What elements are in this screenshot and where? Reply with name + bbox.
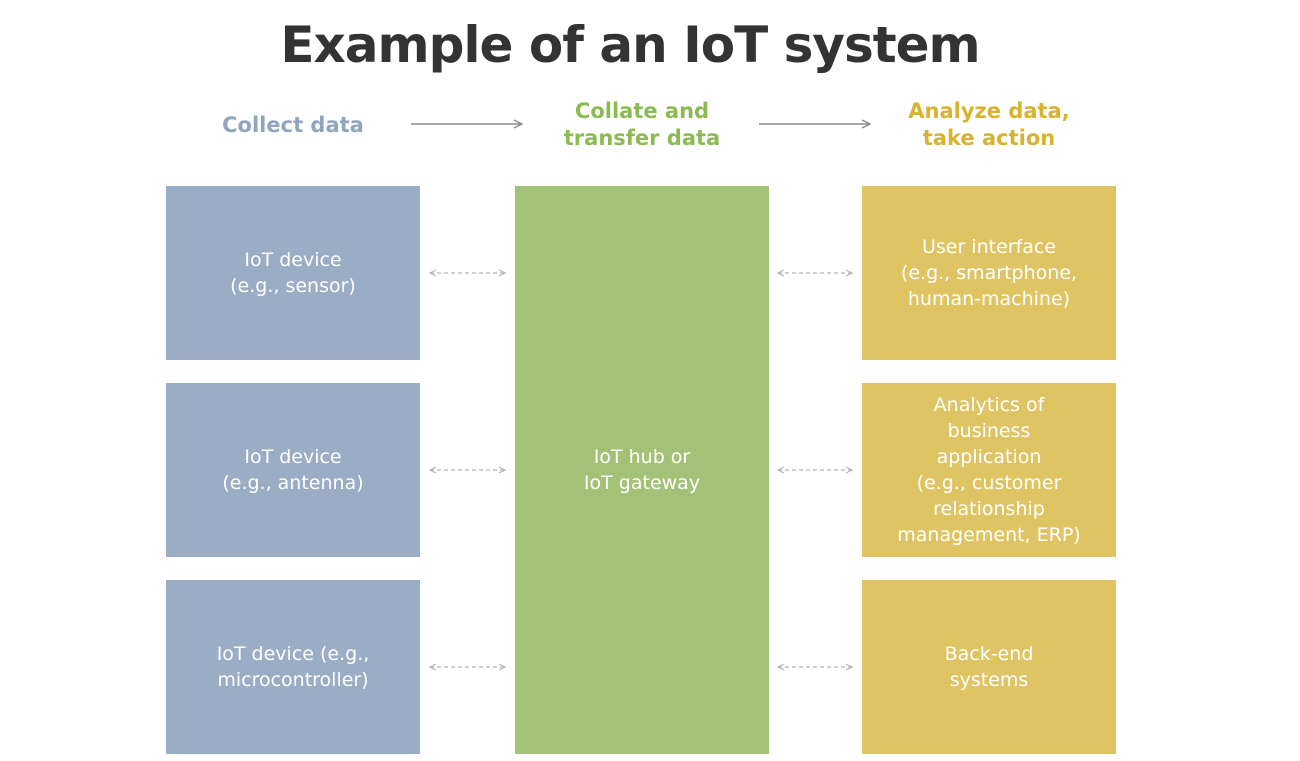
- iot-hub-gateway-box: IoT hub or IoT gateway: [515, 186, 769, 754]
- heading-analyze-take-action: Analyze data, take action: [862, 98, 1116, 152]
- back-end-systems-box: Back-end systems: [862, 580, 1116, 754]
- heading-line: transfer data: [563, 126, 721, 150]
- box-line: (e.g., antenna): [222, 472, 364, 494]
- heading-line: Collate and: [574, 99, 710, 123]
- heading-line: take action: [922, 126, 1056, 150]
- heading-collate-transfer-data: Collate and transfer data: [515, 98, 769, 152]
- heading-line: Analyze data,: [908, 99, 1070, 123]
- analytics-business-application-box: Analytics of business application (e.g.,…: [862, 383, 1116, 557]
- heading-collect-data: Collect data: [166, 98, 420, 152]
- iot-device-microcontroller-box: IoT device (e.g., microcontroller): [166, 580, 420, 754]
- box-line: Back-end: [944, 643, 1034, 665]
- iot-device-sensor-box: IoT device (e.g., sensor): [166, 186, 420, 360]
- box-line: IoT gateway: [583, 472, 701, 494]
- box-line: IoT device: [244, 446, 342, 468]
- box-line: IoT device: [244, 249, 342, 271]
- box-line: application: [936, 446, 1042, 468]
- box-line: User interface: [921, 236, 1057, 258]
- box-line: Analytics of: [933, 394, 1045, 416]
- box-line: IoT device (e.g.,: [216, 643, 370, 665]
- box-line: human-machine): [907, 288, 1071, 310]
- box-line: IoT hub or: [593, 446, 691, 468]
- box-line: (e.g., customer: [916, 472, 1062, 494]
- box-line: microcontroller): [217, 669, 369, 691]
- box-line: (e.g., smartphone,: [900, 262, 1078, 284]
- box-line: systems: [949, 669, 1029, 691]
- box-line: business: [947, 420, 1031, 442]
- heading-line: Collect data: [222, 112, 364, 137]
- box-line: management, ERP): [897, 524, 1081, 546]
- diagram-title: Example of an IoT system: [280, 16, 980, 74]
- user-interface-box: User interface (e.g., smartphone, human-…: [862, 186, 1116, 360]
- box-line: relationship: [933, 498, 1045, 520]
- iot-device-antenna-box: IoT device (e.g., antenna): [166, 383, 420, 557]
- box-line: (e.g., sensor): [230, 275, 356, 297]
